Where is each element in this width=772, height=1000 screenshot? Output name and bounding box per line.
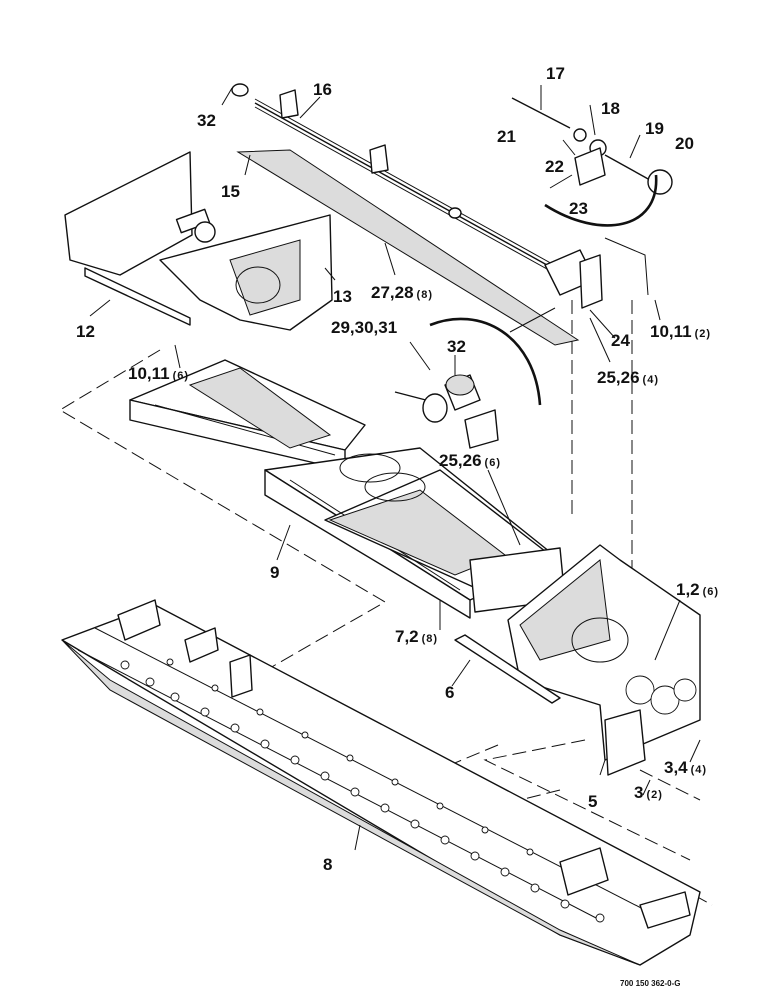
detail-pointer-upper bbox=[604, 237, 649, 296]
callout-10-11-right: 10,11(2) bbox=[650, 322, 711, 341]
handle-detail-inset bbox=[511, 85, 673, 195]
gear-detail bbox=[394, 374, 499, 449]
callout-8: 8 bbox=[323, 855, 332, 874]
callout-9: 9 bbox=[270, 563, 279, 582]
callout-24: 24 bbox=[611, 331, 630, 350]
callout-12: 12 bbox=[76, 322, 95, 341]
callout-1-2: 1,2(6) bbox=[676, 580, 719, 599]
detail-arc-upper bbox=[544, 174, 658, 227]
leader-lines bbox=[89, 87, 701, 851]
detail-arc-lower bbox=[429, 317, 542, 406]
callout-5: 5 bbox=[588, 792, 597, 811]
callout-21: 21 bbox=[497, 127, 516, 146]
callout-29-30-31: 29,30,31 bbox=[331, 318, 397, 337]
callout-17: 17 bbox=[546, 64, 565, 83]
callout-15: 32 bbox=[197, 111, 216, 130]
callout-6: 6 bbox=[445, 683, 454, 702]
shaft-assembly bbox=[231, 83, 603, 346]
callout-16: 16 bbox=[313, 80, 332, 99]
callout-7-2: 7,2(8) bbox=[395, 627, 438, 646]
callout-25-26-lower: 25,26(6) bbox=[439, 451, 501, 470]
callout-13: 13 bbox=[333, 287, 352, 306]
callout-22: 22 bbox=[545, 157, 564, 176]
callout-labels: 32 16 15 12 13 10,11(6) 27,28(8) 29,30,3… bbox=[76, 64, 719, 988]
pan-holes bbox=[120, 658, 605, 923]
bottom-pan bbox=[61, 599, 701, 966]
part-6-strip bbox=[454, 634, 561, 704]
callout-3: 3(2) bbox=[634, 783, 663, 802]
callout-20: 20 bbox=[675, 134, 694, 153]
callout-18: 18 bbox=[601, 99, 620, 118]
left-frame bbox=[64, 151, 333, 331]
document-number: 700 150 362-0-G bbox=[620, 979, 681, 988]
callout-32: 32 bbox=[447, 337, 466, 356]
callout-27-28: 27,28(8) bbox=[371, 283, 433, 302]
callout-14: 15 bbox=[221, 182, 240, 201]
callout-10-11-left: 10,11(6) bbox=[128, 364, 189, 383]
callout-19: 19 bbox=[645, 119, 664, 138]
callout-25-26-upper: 25,26(4) bbox=[597, 368, 659, 387]
detail-pointer-lower bbox=[509, 307, 556, 333]
callout-3-4: 3,4(4) bbox=[664, 758, 707, 777]
right-side-sheet bbox=[507, 544, 701, 776]
callout-23: 23 bbox=[569, 199, 588, 218]
